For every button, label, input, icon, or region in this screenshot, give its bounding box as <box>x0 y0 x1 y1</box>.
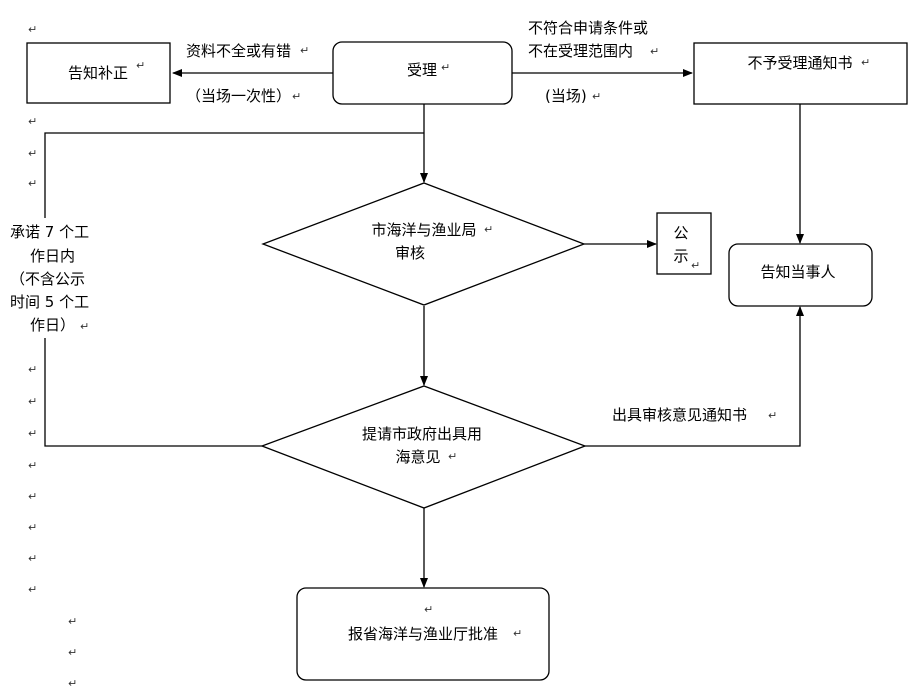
side-note-backdrop <box>8 218 102 338</box>
node-review[interactable]: 市海洋与渔业局 审核 ↵ <box>261 182 586 306</box>
paragraph-mark: ↵ <box>424 603 433 616</box>
paragraph-mark: ↵ <box>28 490 37 503</box>
paragraph-mark: ↵ <box>28 521 37 534</box>
paragraph-mark: ↵ <box>768 409 777 422</box>
connectors <box>44 69 804 588</box>
paragraph-mark: ↵ <box>28 23 37 36</box>
node-box <box>296 587 550 681</box>
node-label-line2: 海意见 <box>395 448 440 466</box>
node-not-accept-notice[interactable]: 不予受理通知书 ↵ <box>693 42 908 105</box>
side-note-line3: （不含公示 <box>10 270 85 288</box>
side-note-line1: 承诺 7 个工 <box>10 223 89 241</box>
paragraph-mark: ↵ <box>28 395 37 408</box>
paragraph-mark: ↵ <box>292 90 301 103</box>
side-note-line4: 时间 5 个工 <box>10 293 89 311</box>
node-box <box>332 41 513 105</box>
edge-labels: 资料不全或有错 ↵ （当场一次性） ↵ 不符合申请条件或 不在受理范围内 ↵ (… <box>186 19 777 424</box>
paragraph-mark: ↵ <box>28 459 37 472</box>
node-label: 受理 <box>407 61 437 79</box>
paragraph-mark: ↵ <box>28 177 37 190</box>
node-label: 不予受理通知书 <box>747 54 852 72</box>
paragraph-mark: ↵ <box>861 56 870 69</box>
paragraph-mark: ↵ <box>513 627 522 640</box>
node-inform-party[interactable]: 告知当事人 <box>728 243 873 307</box>
paragraph-mark: ↵ <box>68 677 77 690</box>
node-label-line2: 示 <box>673 247 688 265</box>
paragraph-mark: ↵ <box>650 45 659 58</box>
paragraph-mark: ↵ <box>28 115 37 128</box>
node-label: 告知补正 <box>68 64 128 82</box>
node-label-line1: 提请市政府出具用 <box>362 425 482 443</box>
paragraph-mark: ↵ <box>28 363 37 376</box>
side-note-commitment: 承诺 7 个工 作日内 （不含公示 时间 5 个工 作日） ↵ <box>8 218 102 338</box>
paragraph-mark: ↵ <box>484 223 493 236</box>
paragraph-mark: ↵ <box>28 427 37 440</box>
node-accept[interactable]: 受理 ↵ <box>332 41 513 105</box>
paragraph-mark: ↵ <box>300 44 309 57</box>
paragraph-mark: ↵ <box>448 450 457 463</box>
node-box <box>26 42 171 104</box>
paragraph-mark: ↵ <box>592 90 601 103</box>
paragraph-mark: ↵ <box>136 59 145 72</box>
paragraph-mark: ↵ <box>68 615 77 628</box>
node-box <box>728 243 873 307</box>
node-province-approval[interactable]: ↵ 报省海洋与渔业厅批准 ↵ <box>296 587 550 681</box>
label-not-eligible-line1: 不符合申请条件或 <box>528 19 648 37</box>
side-note-line5: 作日） <box>30 316 75 334</box>
node-label: 报省海洋与渔业厅批准 <box>348 625 498 643</box>
label-on-site-once: （当场一次性） <box>186 87 291 105</box>
paragraph-mark: ↵ <box>28 147 37 160</box>
node-inform-correction[interactable]: 告知补正 ↵ <box>26 42 171 104</box>
label-incomplete: 资料不全或有错 <box>186 42 291 60</box>
paragraph-mark: ↵ <box>28 583 37 596</box>
node-label-line2: 审核 <box>395 244 425 262</box>
label-not-eligible-line2: 不在受理范围内 <box>528 42 633 60</box>
paragraph-mark: ↵ <box>441 61 450 74</box>
node-diamond <box>260 385 587 509</box>
label-review-opinion-notice: 出具审核意见通知书 <box>612 406 747 424</box>
node-box <box>656 212 712 275</box>
node-label-line1: 市海洋与渔业局 <box>371 221 476 239</box>
node-label-line1: 公 <box>673 224 688 242</box>
node-publicity[interactable]: 公 示 ↵ <box>656 212 712 275</box>
side-note-line2: 作日内 <box>30 247 75 265</box>
arrow-city-gov-to-inform <box>585 306 804 447</box>
paragraph-mark: ↵ <box>80 320 89 333</box>
paragraph-mark: ↵ <box>28 552 37 565</box>
node-city-gov-opinion[interactable]: 提请市政府出具用 海意见 ↵ <box>260 385 587 509</box>
label-on-site: (当场) <box>545 87 587 105</box>
paragraph-mark: ↵ <box>68 646 77 659</box>
paragraph-mark: ↵ <box>691 259 700 272</box>
paragraph-marks: ↵ ↵ ↵ ↵ ↵ ↵ ↵ ↵ ↵ ↵ ↵ ↵ ↵ ↵ ↵ <box>28 23 77 690</box>
node-label: 告知当事人 <box>760 263 835 281</box>
node-box <box>693 42 908 105</box>
node-diamond <box>261 182 586 306</box>
